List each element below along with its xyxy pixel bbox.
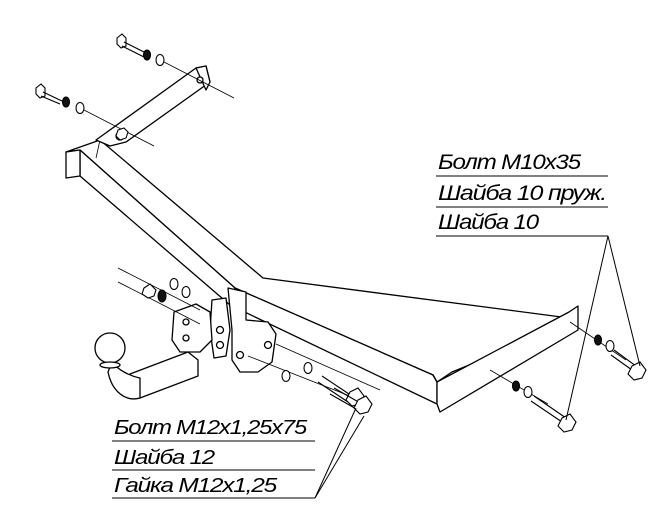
fasteners-upper-left xyxy=(35,33,235,147)
leader-upper-to-right-upper xyxy=(607,235,641,367)
left-mounting-arm xyxy=(95,65,211,147)
callout-lower-line-3: Гайка М12х1,25 xyxy=(114,475,278,497)
callout-upper-line-1: Болт М10х35 xyxy=(438,151,581,174)
callout-upper-line-2: Шайба 10 пруж. xyxy=(438,182,606,205)
towbar-crossbeam xyxy=(65,139,579,413)
fasteners-right xyxy=(489,321,647,433)
leader-lower-to-bolt-2 xyxy=(314,415,365,499)
callout-lower-line-1: Болт М12х1,25х75 xyxy=(114,417,308,439)
callout-upper-line-3: Шайба 10 xyxy=(438,211,540,234)
leader-upper-to-right-lower xyxy=(565,235,609,421)
callout-lower-line-2: Шайба 12 xyxy=(114,447,215,469)
center-bracket xyxy=(209,287,277,373)
lower-callout: Болт М12х1,25х75 Шайба 12 Гайка М12х1,25 xyxy=(112,407,365,499)
fasteners-center xyxy=(117,267,381,415)
tow-ball-assembly xyxy=(94,303,213,400)
leader-lower-to-bolt-1 xyxy=(314,407,357,499)
upper-callout: Болт М10х35 Шайба 10 пруж. Шайба 10 xyxy=(436,151,641,421)
